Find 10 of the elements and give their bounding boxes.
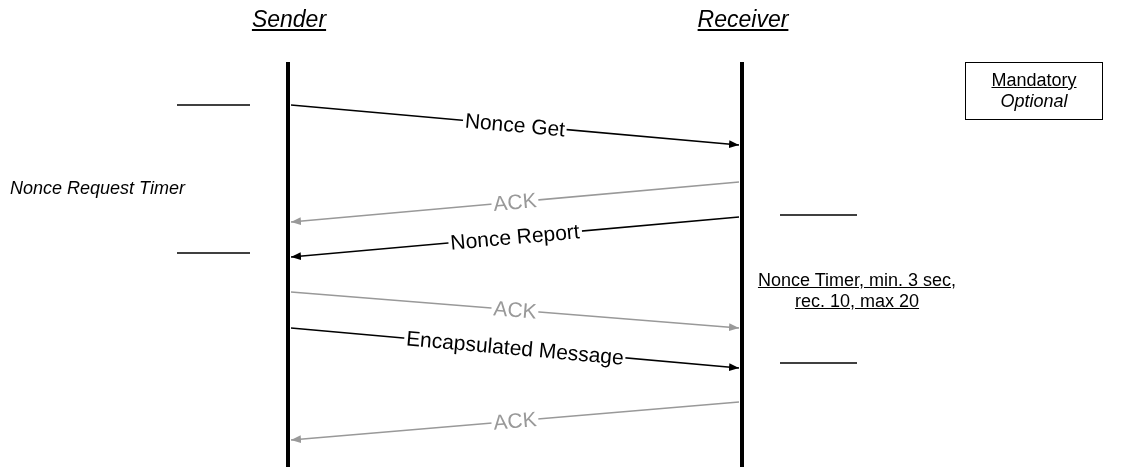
lifeline-heading: Sender [250, 6, 328, 33]
message-arrow [290, 291, 740, 332]
timer-label: Nonce Timer, min. 3 sec, rec. 10, max 20 [756, 270, 958, 312]
lifeline-heading: Receiver [696, 6, 790, 33]
legend-mandatory-text: Mandatory [991, 70, 1077, 91]
timer-label: Nonce Request Timer [10, 178, 187, 199]
legend-optional-text: Optional [1000, 91, 1068, 112]
message-arrow [290, 401, 740, 444]
message-arrow [290, 181, 740, 226]
legend-box [965, 62, 1103, 120]
